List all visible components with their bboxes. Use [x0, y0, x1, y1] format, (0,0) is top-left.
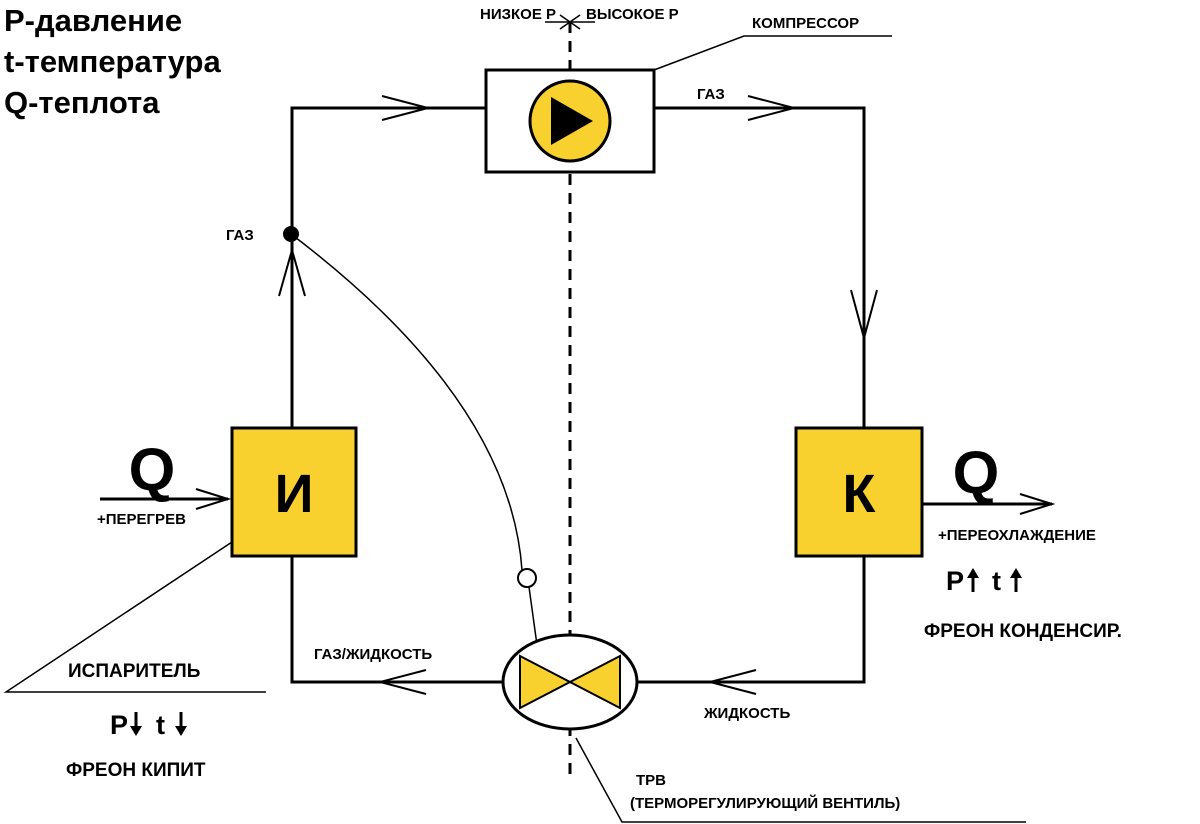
flow-arrow-right-down	[850, 289, 878, 342]
flow-arrow-top-left	[381, 95, 432, 121]
capillary-tube	[290, 233, 523, 571]
superheat-label: +ПЕРЕГРЕВ	[97, 511, 186, 528]
legend-temperature: t-температура	[4, 44, 221, 79]
arrow-up-icon	[967, 568, 979, 592]
high-pressure-label: ВЫСОКОЕ Р	[586, 6, 679, 23]
flow-arrow-bottom-right	[706, 669, 757, 695]
flow-arrow-top-right	[747, 95, 798, 121]
compressor-label: КОМПРЕССОР	[752, 15, 859, 32]
evaporator-name: ИСПАРИТЕЛЬ	[68, 661, 200, 682]
flow-arrow-bottom-left	[376, 669, 427, 695]
condenser	[794, 426, 924, 558]
condenser-temp-symbol: t	[992, 566, 1001, 596]
flow-arrow-left-up	[278, 246, 306, 297]
liquid-label: ЖИДКОСТЬ	[703, 705, 790, 722]
condenser-state: ФРЕОН КОНДЕНСИР.	[924, 621, 1122, 642]
condenser-heat-q: Q	[953, 439, 1000, 506]
compressor-leader-line	[653, 35, 892, 71]
condenser-pressure-symbol: P	[946, 566, 964, 596]
divider-marker	[545, 14, 595, 30]
arrow-down-icon	[175, 712, 187, 736]
legend-heat: Q-теплота	[4, 85, 160, 120]
valve-full-name: (ТЕРМОРЕГУЛИРУЮЩИЙ ВЕНТИЛЬ)	[630, 794, 900, 812]
evaporator-state: ФРЕОН КИПИТ	[66, 760, 206, 781]
evaporator-temp-symbol: t	[156, 710, 165, 740]
gas-top-label: ГАЗ	[697, 86, 725, 103]
play-triangle-icon	[551, 97, 593, 145]
valve-abbr: ТРВ	[636, 772, 666, 789]
condenser-pt-indicator: P t	[946, 566, 1022, 596]
capillary-connector-icon	[517, 568, 537, 588]
refrigerant-circuit	[290, 106, 866, 684]
arrow-down-icon	[130, 712, 142, 736]
subcooling-label: +ПЕРЕОХЛАЖДЕНИЕ	[938, 527, 1096, 544]
evaporator-pressure-symbol: P	[110, 710, 128, 740]
legend-pressure: P-давление	[4, 3, 182, 38]
evaporator-letter: И	[275, 464, 314, 524]
gas-liquid-label: ГАЗ/ЖИДКОСТЬ	[314, 646, 432, 663]
evaporator-pt-indicator: P t	[110, 710, 187, 740]
valve-symbol-icon	[519, 654, 573, 710]
evaporator	[230, 426, 358, 558]
expansion-valve	[501, 633, 639, 731]
gas-left-label: ГАЗ	[226, 227, 254, 244]
arrow-up-icon	[1010, 568, 1022, 592]
low-pressure-label: НИЗКОЕ Р	[480, 6, 556, 23]
condenser-letter: К	[843, 464, 877, 524]
compressor	[484, 68, 656, 174]
evaporator-leader-line	[3, 541, 266, 693]
evaporator-heat-q: Q	[129, 436, 176, 503]
valve-leader-line	[575, 737, 1026, 823]
